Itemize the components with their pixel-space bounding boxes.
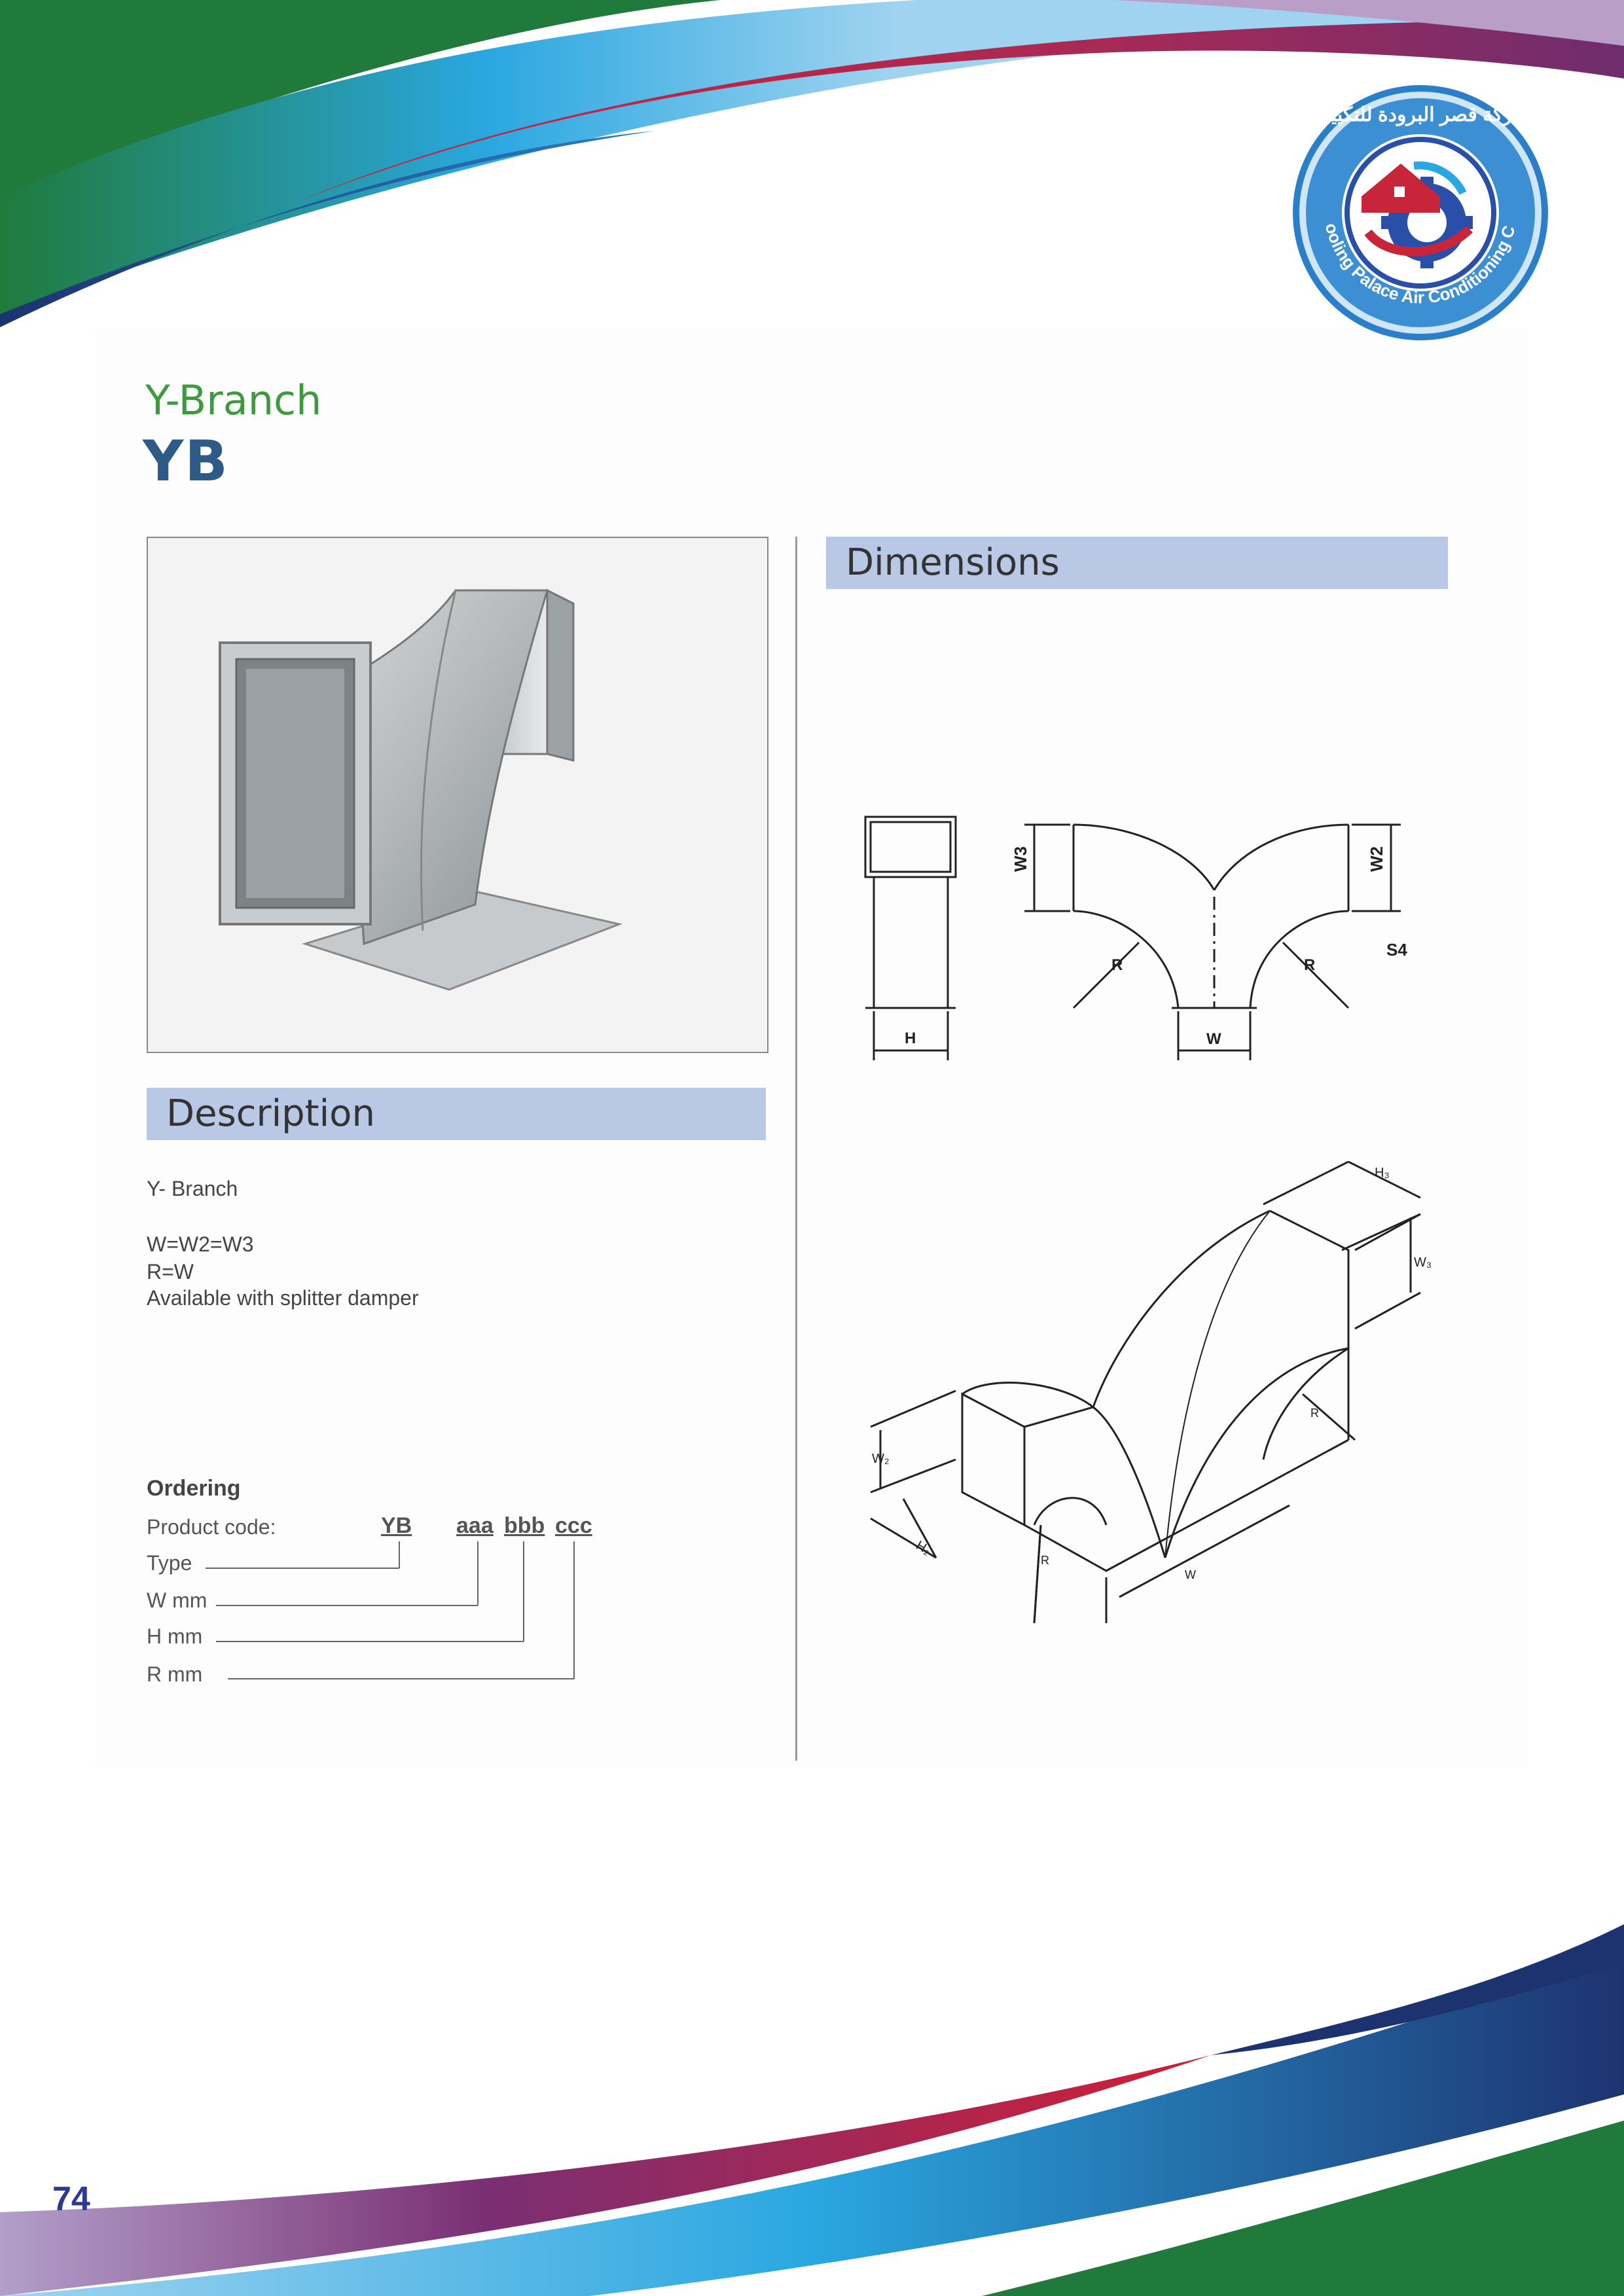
label-r-right: R (1304, 956, 1315, 974)
label-r-left: R (1111, 956, 1123, 974)
ordering-label-type: Type (147, 1551, 192, 1575)
code-yb: YB (381, 1513, 412, 1538)
column-divider (795, 537, 797, 1761)
label-w: W (1206, 1030, 1221, 1048)
label-iso-w3: W₃ (1414, 1255, 1432, 1270)
arrow-icon (1364, 225, 1473, 257)
page-number: 74 (52, 2180, 90, 2218)
product-code-title: YB (143, 429, 229, 494)
dimension-drawing-2d: W3 W2 S4 R R H W (864, 816, 1407, 1060)
y-branch-photo-illustration (148, 538, 767, 1052)
ordering-label-r: R mm (147, 1662, 203, 1686)
label-s4: S4 (1386, 940, 1407, 960)
label-w3: W3 (1011, 846, 1030, 872)
description-title: Description (166, 1092, 375, 1135)
code-aaa: aaa (456, 1513, 494, 1538)
ordering-leader-lines (206, 1541, 575, 1679)
description-line-2: W=W2=W3 (147, 1232, 254, 1256)
logo-arabic-text: شركة قصر البرودة للتكييف (1311, 104, 1530, 126)
description-line-4: Available with splitter damper (147, 1286, 419, 1310)
company-logo: شركة قصر البرودة للتكييف Cooling Palace … (1290, 82, 1548, 340)
product-photo (147, 537, 768, 1053)
label-iso-r: R (1310, 1407, 1319, 1420)
label-iso-w2: W₂ (872, 1452, 890, 1466)
dimensions-title: Dimensions (846, 541, 1060, 584)
description-line-1: Y- Branch (147, 1177, 238, 1200)
dimensions-header: Dimensions (826, 537, 1448, 589)
isometric-drawing: H₃ W₃ R W₂ H₂ R W (870, 1160, 1432, 1624)
code-bbb: bbb (504, 1513, 545, 1538)
label-iso-w: W (1185, 1568, 1196, 1581)
ordering-title: Ordering (147, 1476, 241, 1501)
label-w2: W2 (1367, 846, 1386, 872)
label-iso-r2: R (1041, 1554, 1049, 1567)
ordering-label-h: H mm (147, 1624, 203, 1648)
product-subtitle: Y-Branch (145, 376, 322, 424)
description-header: Description (147, 1088, 766, 1140)
code-ccc: ccc (555, 1513, 592, 1538)
label-h: H (905, 1030, 916, 1047)
label-iso-h3: H₃ (1375, 1166, 1390, 1180)
ordering-label-w: W mm (147, 1588, 208, 1612)
top-decorative-band (0, 0, 1624, 327)
bottom-decorative-band (0, 1924, 1624, 2296)
product-code-label: Product code: (147, 1515, 276, 1539)
description-line-3: R=W (147, 1260, 194, 1283)
